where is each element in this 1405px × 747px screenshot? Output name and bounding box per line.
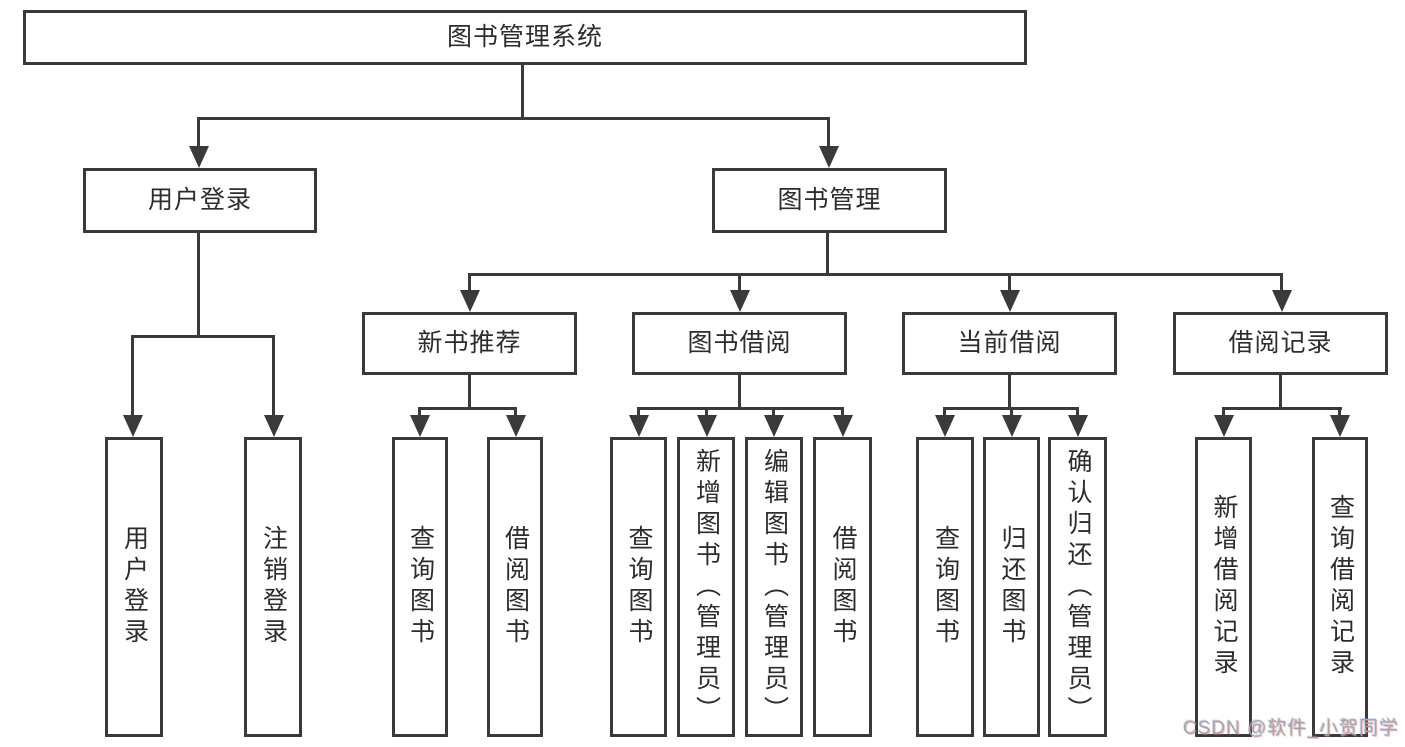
node-book-borrowing: 图书借阅	[632, 312, 847, 375]
connector-line	[131, 335, 275, 338]
connector-line	[468, 273, 1283, 276]
connector-arrow	[763, 407, 784, 437]
connector-line	[468, 375, 471, 410]
node-label: 图书管理系统	[446, 23, 603, 51]
node-label: 归还图书	[998, 525, 1026, 649]
node-leaf-query-books-2: 查询图书	[610, 437, 667, 737]
node-leaf-logout: 注销登录	[244, 437, 302, 737]
node-leaf-query-borrow-record: 查询借阅记录	[1312, 437, 1368, 737]
node-label: 新增借阅记录	[1210, 494, 1238, 680]
node-leaf-add-books-admin: 新增图书（管理员）	[677, 437, 735, 737]
connector-arrow	[188, 117, 209, 168]
node-label: 用户登录	[120, 525, 149, 649]
connector-arrow	[505, 407, 526, 437]
node-leaf-edit-books-admin: 编辑图书（管理员）	[745, 437, 803, 737]
node-label: 当前借阅	[957, 329, 1062, 357]
node-leaf-borrow-books-1: 借阅图书	[487, 437, 543, 737]
connector-line	[521, 65, 524, 120]
node-label: 查询图书	[625, 525, 653, 649]
node-label: 借阅图书	[829, 525, 857, 649]
node-borrowing-records: 借阅记录	[1173, 312, 1388, 375]
node-user-login: 用户登录	[83, 168, 317, 233]
node-label: 新增图书（管理员）	[692, 447, 721, 727]
connector-line	[1279, 375, 1282, 410]
node-new-book-recommend: 新书推荐	[362, 312, 577, 375]
connector-arrow	[999, 273, 1020, 312]
connector-line	[1008, 375, 1011, 410]
node-label: 查询图书	[406, 525, 435, 649]
node-leaf-confirm-return-admin: 确认归还（管理员）	[1048, 437, 1107, 737]
connector-arrow	[263, 335, 284, 437]
connector-line	[197, 233, 200, 338]
node-label: 借阅记录	[1228, 329, 1333, 357]
node-label: 注销登录	[259, 525, 288, 649]
connector-line	[826, 233, 829, 276]
connector-line	[197, 117, 830, 120]
connector-arrow	[459, 273, 480, 312]
node-leaf-query-books-1: 查询图书	[392, 437, 448, 737]
connector-arrow	[696, 407, 717, 437]
connector-line	[418, 407, 517, 410]
node-label: 图书管理	[777, 186, 882, 214]
node-current-borrowing: 当前借阅	[902, 312, 1117, 375]
node-root: 图书管理系统	[23, 10, 1027, 65]
connector-arrow	[1271, 273, 1292, 312]
node-label: 图书借阅	[687, 329, 792, 357]
connector-arrow	[122, 335, 143, 437]
connector-line	[1222, 407, 1342, 410]
node-label: 确认归还（管理员）	[1064, 447, 1092, 727]
connector-arrow	[818, 117, 839, 168]
node-leaf-return-books: 归还图书	[983, 437, 1040, 737]
connector-arrow	[1329, 407, 1350, 437]
node-leaf-query-books-3: 查询图书	[916, 437, 974, 737]
node-leaf-add-borrow-record: 新增借阅记录	[1195, 437, 1252, 737]
node-label: 借阅图书	[501, 525, 530, 649]
connector-arrow	[1067, 407, 1088, 437]
node-leaf-borrow-books-2: 借阅图书	[813, 437, 872, 737]
connector-line	[738, 375, 741, 410]
connector-arrow	[628, 407, 649, 437]
connector-arrow	[934, 407, 955, 437]
watermark: CSDN @软件_小贺同学	[1183, 718, 1399, 739]
connector-arrow	[1213, 407, 1234, 437]
connector-line	[637, 407, 844, 410]
connector-arrow	[729, 273, 750, 312]
node-leaf-user-login: 用户登录	[105, 437, 163, 737]
connector-arrow	[1001, 407, 1022, 437]
node-book-management: 图书管理	[712, 168, 947, 233]
connector-arrow	[409, 407, 430, 437]
node-label: 用户登录	[147, 186, 252, 214]
node-label: 编辑图书（管理员）	[760, 447, 789, 727]
node-label: 查询图书	[931, 525, 960, 649]
node-label: 新书推荐	[417, 329, 522, 357]
node-label: 查询借阅记录	[1326, 494, 1355, 680]
connector-arrow	[832, 407, 853, 437]
